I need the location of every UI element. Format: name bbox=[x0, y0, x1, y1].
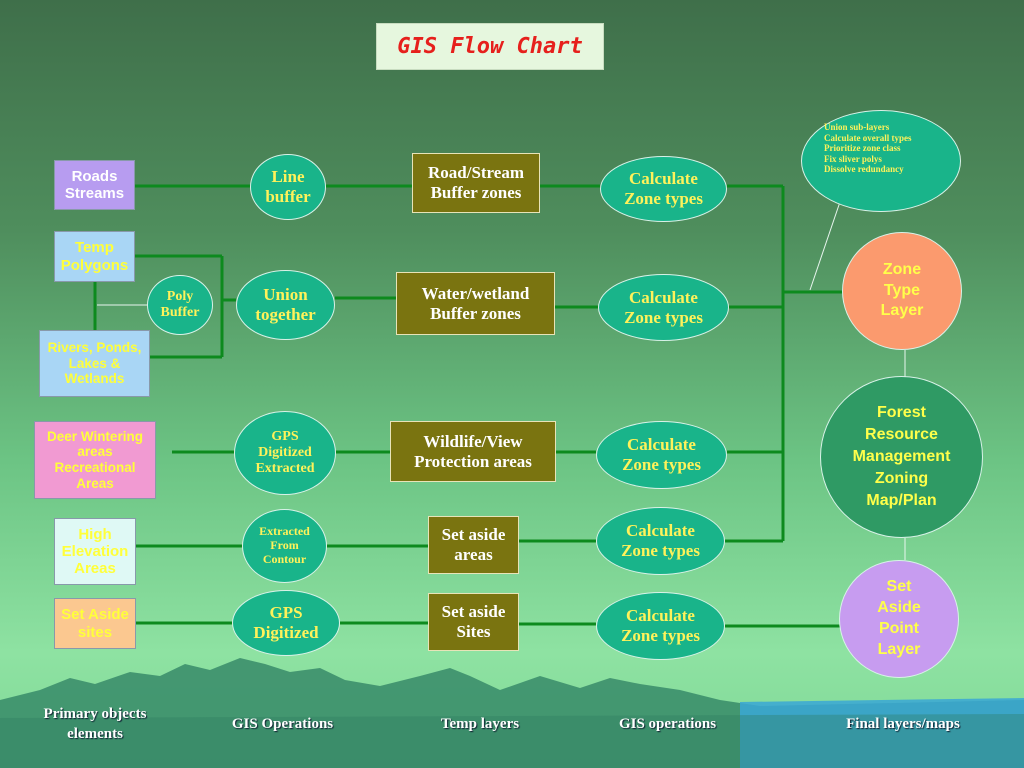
calculate-zone-types-5: Calculate Zone types bbox=[596, 592, 725, 660]
gps-extracted-oval: GPS Digitized Extracted bbox=[234, 411, 336, 495]
note-item: Prioritize zone class bbox=[824, 143, 901, 153]
rivers-ponds-box: Rivers, Ponds, Lakes & Wetlands bbox=[39, 330, 150, 397]
calculate-zone-types-4: Calculate Zone types bbox=[596, 507, 725, 575]
line-buffer-oval: Line buffer bbox=[250, 154, 326, 220]
gps-digitized-oval: GPS Digitized bbox=[232, 590, 340, 656]
union-steps-note: Union sub-layers Calculate overall types… bbox=[801, 110, 961, 212]
deer-wintering-box: Deer Wintering areas Recreational Areas bbox=[34, 421, 156, 499]
foreground-shape bbox=[0, 714, 1024, 768]
footer-primary-objects: Primary objects elements bbox=[43, 706, 147, 743]
footer-gis-operations: GIS Operations bbox=[231, 716, 334, 732]
roads-streams-box: Roads Streams bbox=[54, 160, 135, 210]
note-item: Fix sliver polys bbox=[824, 153, 882, 164]
high-elevation-box: High Elevation Areas bbox=[54, 518, 136, 585]
page-title: GIS Flow Chart bbox=[376, 23, 604, 70]
connector-lines bbox=[93, 184, 842, 628]
note-item: Calculate overall types bbox=[824, 132, 912, 143]
road-stream-buffer-box: Road/Stream Buffer zones bbox=[412, 153, 540, 213]
forest-management-plan-circle: Forest Resource Management Zoning Map/Pl… bbox=[820, 376, 983, 538]
set-aside-sites-box: Set Aside sites bbox=[54, 598, 136, 649]
set-aside-sites-temp-box: Set aside Sites bbox=[428, 593, 519, 651]
note-item: Union sub-layers bbox=[824, 122, 890, 132]
wildlife-view-box: Wildlife/View Protection areas bbox=[390, 421, 556, 482]
set-aside-areas-box: Set aside areas bbox=[428, 516, 519, 574]
note-item: Dissolve redundancy bbox=[824, 164, 904, 174]
zone-type-layer-circle: Zone Type Layer bbox=[842, 232, 962, 350]
union-together-oval: Union together bbox=[236, 270, 335, 340]
calculate-zone-types-3: Calculate Zone types bbox=[596, 421, 727, 489]
footer-temp-layers: Temp layers bbox=[440, 716, 520, 732]
footer-gis-operations-2: GIS operations bbox=[618, 716, 717, 732]
footer-final-layers: Final layers/maps bbox=[846, 716, 960, 732]
thin-connectors bbox=[97, 195, 906, 560]
extracted-contour-oval: Extracted From Contour bbox=[242, 509, 327, 583]
calculate-zone-types-1: Calculate Zone types bbox=[600, 156, 727, 222]
water-wetland-buffer-box: Water/wetland Buffer zones bbox=[396, 272, 555, 335]
poly-buffer-oval: Poly Buffer bbox=[147, 275, 213, 335]
calculate-zone-types-2: Calculate Zone types bbox=[598, 274, 729, 341]
set-aside-point-layer-circle: Set Aside Point Layer bbox=[839, 560, 959, 678]
temp-polygons-box: Temp Polygons bbox=[54, 231, 135, 282]
water-shape bbox=[740, 698, 1024, 768]
